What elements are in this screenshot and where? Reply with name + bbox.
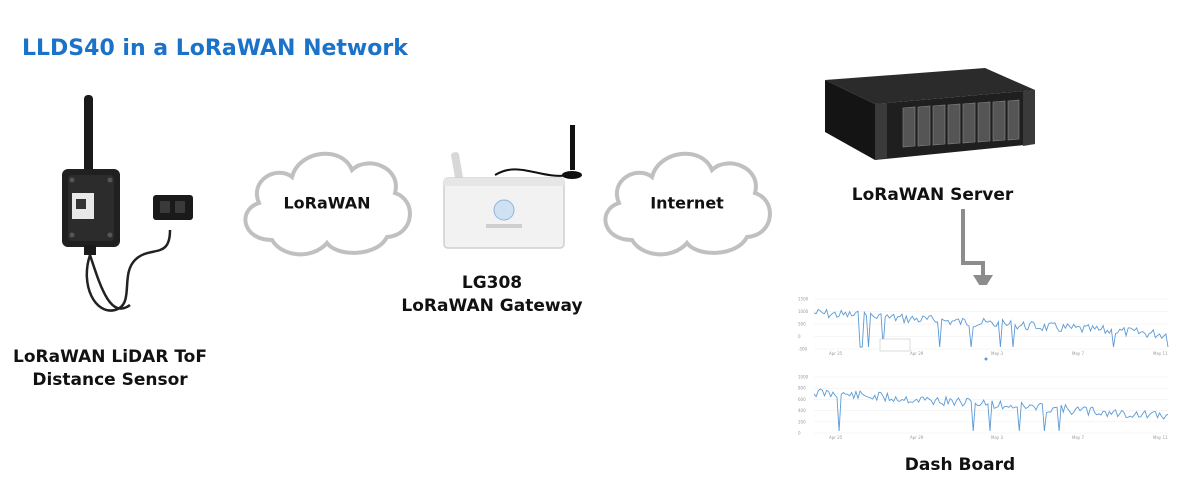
lorawan-cloud: LoRaWAN (237, 145, 417, 260)
y-tick-label: 0 (798, 431, 801, 436)
y-tick-label: 600 (798, 397, 806, 402)
x-tick-label: May 3 (991, 435, 1004, 440)
chart-2-x-ticks: Apr 25 Apr 29 May 3 May 7 May 11 (829, 435, 1168, 440)
server-label: LoRaWAN Server (851, 185, 1014, 205)
dashboard-chart-2: 1000 800 600 400 200 0 Apr 25 Apr 29 May 3 May 7… (798, 375, 1169, 440)
x-tick-label: May 3 (991, 351, 1004, 356)
y-tick-label: 200 (798, 419, 806, 424)
sensor-label-line2: Distance Sensor (32, 370, 188, 390)
lorawan-cloud-label: LoRaWAN (283, 193, 371, 212)
chart-1-x-ticks: Apr 25 Apr 29 May 3 May 7 May 11 (829, 351, 1168, 356)
x-tick-label: Apr 29 (910, 435, 924, 440)
y-tick-label: 800 (798, 386, 806, 391)
chart-2-y-ticks: 1000 800 600 400 200 0 (798, 375, 1168, 436)
chart-1-tooltip (879, 338, 911, 352)
chart-1-legend-dot (984, 357, 988, 361)
y-tick-label: 500 (798, 322, 806, 327)
dashboard-label: Dash Board (904, 455, 1016, 475)
y-tick-label: 400 (798, 408, 806, 413)
internet-cloud-label: Internet (650, 193, 724, 212)
y-tick-label: -500 (798, 347, 808, 352)
lidar-sensor-device (62, 95, 193, 312)
y-tick-label: 1000 (798, 309, 809, 314)
cloud-shape (243, 151, 412, 257)
dashboard-chart-1: 1500 1000 500 0 -500 Apr 25 Apr 29 May 3 May 7 M… (798, 297, 1169, 361)
x-tick-label: Apr 29 (910, 351, 924, 356)
internet-cloud: Internet (597, 145, 777, 260)
y-tick-label: 0 (798, 334, 801, 339)
x-tick-label: May 7 (1072, 351, 1085, 356)
chart-2-series-line (813, 388, 1169, 432)
lorawan-server-device (825, 68, 1035, 160)
sensor-label-line1: LoRaWAN LiDAR ToF (13, 347, 207, 367)
dashboard-panel: 1500 1000 500 0 -500 Apr 25 Apr 29 May 3 May 7 M… (796, 285, 1176, 445)
gateway-label-line1: LG308 (461, 273, 523, 293)
cloud-shape (603, 151, 772, 257)
lg308-gateway-device (443, 125, 582, 249)
y-tick-label: 1500 (798, 297, 809, 302)
sensor-label: LoRaWAN LiDAR ToF Distance Sensor (0, 346, 220, 392)
y-tick-label: 1000 (798, 375, 809, 380)
x-tick-label: Apr 25 (829, 351, 843, 356)
x-tick-label: May 11 (1153, 351, 1168, 356)
diagram-title: LLDS40 in a LoRaWAN Network (22, 36, 408, 61)
chart-1-series-line (813, 308, 1169, 348)
x-tick-label: May 7 (1072, 435, 1085, 440)
server-to-dashboard-arrow (961, 209, 993, 291)
x-tick-label: May 11 (1153, 435, 1168, 440)
gateway-label-line2: LoRaWAN Gateway (401, 296, 583, 316)
x-tick-label: Apr 25 (829, 435, 843, 440)
gateway-label: LG308 LoRaWAN Gateway (392, 272, 592, 318)
chart-1-y-ticks: 1500 1000 500 0 -500 (798, 297, 1168, 352)
